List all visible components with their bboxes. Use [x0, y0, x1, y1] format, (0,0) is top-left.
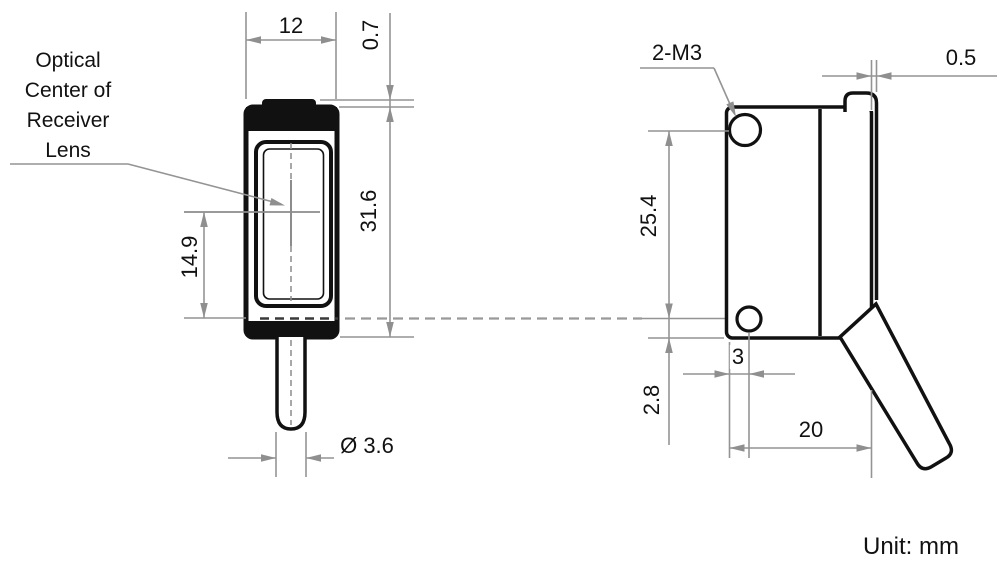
- optical-center-label-line4: Lens: [45, 139, 91, 162]
- dim-hole-offset-bottom: 2.8: [639, 382, 664, 418]
- receiver-lens-window-inner: [262, 148, 325, 300]
- dim-hole-pitch: 25.4: [636, 192, 661, 240]
- optical-center-label-line3: Receiver: [26, 109, 110, 132]
- side-lens-protrusion: [262, 99, 316, 113]
- front-view: [724, 91, 954, 471]
- optical-center-label: Optical Center of Receiver Lens: [8, 46, 128, 166]
- optical-center-label-line1: Optical: [35, 49, 101, 72]
- dim-cable-diameter: Ø 3.6: [338, 433, 396, 458]
- optical-center-crosshair: [184, 143, 320, 425]
- side-bottom-band: [246, 321, 337, 337]
- dim-body-height: 31.6: [356, 187, 381, 235]
- mounting-hole-bottom: [735, 305, 763, 333]
- optical-center-leader: [10, 163, 285, 206]
- lens-tab-fill: [845, 93, 877, 111]
- dim-lens-protrusion: 0.5: [943, 45, 979, 70]
- dim-hole-offset-side: 3: [729, 344, 747, 369]
- front-body-outline: [724, 105, 874, 340]
- mounting-hole-top: [727, 112, 763, 148]
- dim-optical-center-height: 14.9: [177, 233, 202, 281]
- receiver-lens-window: [254, 140, 333, 308]
- dim-body-depth: 20: [796, 417, 826, 442]
- side-view: [184, 99, 340, 431]
- unit-note: Unit: mm: [861, 533, 961, 560]
- front-view-dimensions: [640, 60, 997, 478]
- thread-leader: [640, 67, 736, 117]
- side-view-dimensions: [184, 12, 414, 477]
- dim-body-width: 12: [276, 13, 306, 38]
- dim-lens-step: 0.7: [358, 17, 383, 53]
- cable-diagonal: [837, 301, 954, 471]
- lens-edge: [843, 91, 879, 300]
- thread-callout: 2-M3: [649, 40, 705, 65]
- optical-center-label-line2: Center of: [24, 79, 112, 102]
